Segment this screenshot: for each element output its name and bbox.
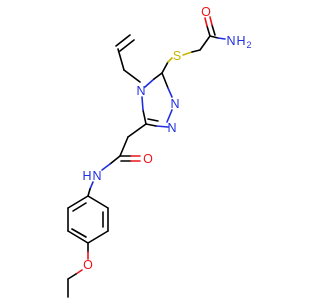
thioacetamide-group xyxy=(161,16,226,74)
triazole-ring xyxy=(141,72,173,128)
bond-co-o-1a xyxy=(206,25,211,37)
label-amide-mid-o: O xyxy=(143,152,153,166)
bond-s-ch2-b xyxy=(191,49,201,53)
bond-c3-n4-a xyxy=(142,109,147,125)
bond-co-o-1b xyxy=(204,17,208,27)
label-anilide-n: N xyxy=(92,169,101,183)
allyl-group xyxy=(115,34,141,83)
bond-n4-c5-b xyxy=(153,72,163,80)
bond-co-nh-b xyxy=(101,163,111,171)
label-amide-nh2-h: H xyxy=(236,34,245,48)
bond-allyl-ch2 xyxy=(123,69,141,83)
label-amide-nh2-n: N xyxy=(226,34,235,48)
bond-allyl-terminal-2 xyxy=(119,39,135,52)
bond-co-nh-a xyxy=(109,155,121,165)
bond-n1-n2 xyxy=(166,109,173,123)
bond-o-ch2-a xyxy=(75,269,83,275)
label-amide-top-o: O xyxy=(201,5,211,19)
molecule-diagram: N H 2 O S N N N O N H O xyxy=(67,5,252,298)
bond-c5-s-a xyxy=(161,61,169,74)
label-ether-o: O xyxy=(83,258,93,272)
label-anilide-h: H xyxy=(82,169,91,183)
bond-ar-inner-c xyxy=(72,202,87,212)
bond-co-o-2a xyxy=(211,24,216,36)
bond-o-ch2-b xyxy=(67,273,77,280)
bond-ar-1-2 xyxy=(87,195,109,209)
atom-labels: N H 2 O S N N N O N H O xyxy=(82,5,251,272)
bond-n2-c3-double xyxy=(147,118,159,122)
bond-ar-inner-b xyxy=(71,228,87,238)
label-ring-n2: N xyxy=(167,121,176,135)
label-amide-nh2-sub: 2 xyxy=(246,40,251,50)
acetamide-linker xyxy=(87,123,147,197)
bond-ar-4-5 xyxy=(67,230,89,244)
bond-c5-s-b xyxy=(167,57,173,63)
bond-ar-3-4 xyxy=(87,230,109,244)
bond-n2-c3-b xyxy=(145,123,157,127)
bond-s-ch2-a xyxy=(182,51,193,56)
bond-ch2-co xyxy=(119,136,129,157)
bond-co-n-b xyxy=(217,37,226,40)
bond-nh-ar-b xyxy=(87,188,91,197)
bond-c3-n4-b xyxy=(141,96,144,111)
bond-co-n-a xyxy=(209,35,219,39)
bond-n4-c5-a xyxy=(144,78,155,88)
label-ring-n1: N xyxy=(170,97,179,111)
bond-ar-6-1 xyxy=(67,195,89,209)
benzene-ring xyxy=(67,195,109,244)
bond-co-o-2b xyxy=(209,16,213,26)
bond-nh-ar-a xyxy=(89,181,94,190)
bond-c5-n1-a xyxy=(161,72,169,89)
bond-c3-ch2 xyxy=(127,123,147,138)
bond-n2-c3-a xyxy=(155,125,169,128)
bond-ch2-co xyxy=(199,35,211,51)
label-ring-n4: N xyxy=(136,84,145,98)
ethoxy-group xyxy=(67,242,89,298)
bond-allyl-terminal-1 xyxy=(115,34,131,47)
bond-allyl-ch xyxy=(117,48,125,71)
bond-c5-n1-b xyxy=(167,87,173,98)
structure-svg: N H 2 O S N N N O N H O xyxy=(67,5,252,298)
label-thioether-s: S xyxy=(173,49,181,63)
